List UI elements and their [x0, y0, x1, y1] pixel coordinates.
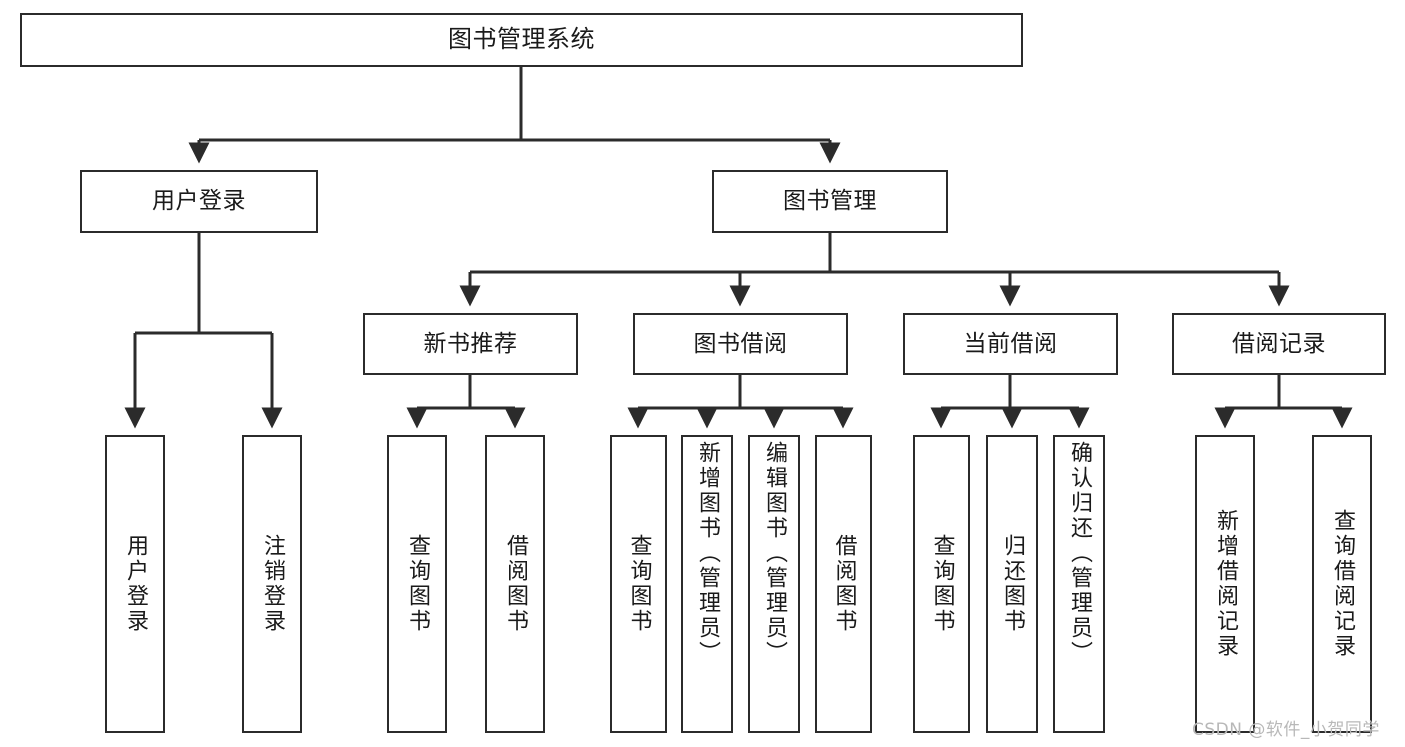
node-leaf-return-book-label: 归还图书: [1000, 534, 1025, 634]
node-leaf-query-book-1[interactable]: 查询图书: [387, 435, 447, 733]
node-leaf-add-record-label: 新增借阅记录: [1213, 509, 1238, 659]
node-borrow-record-label: 借阅记录: [1232, 330, 1326, 357]
node-book-borrow[interactable]: 图书借阅: [633, 313, 848, 375]
node-borrow-record[interactable]: 借阅记录: [1172, 313, 1386, 375]
node-leaf-borrow-book-2[interactable]: 借阅图书: [815, 435, 872, 733]
node-leaf-confirm-return-label: 确认归还（管理员）: [1067, 441, 1092, 666]
node-root-label: 图书管理系统: [448, 25, 595, 54]
node-leaf-edit-book[interactable]: 编辑图书（管理员）: [748, 435, 800, 733]
node-leaf-query-book-3[interactable]: 查询图书: [913, 435, 970, 733]
node-leaf-user-login-label: 用户登录: [123, 534, 148, 634]
node-leaf-query-record-label: 查询借阅记录: [1330, 509, 1355, 659]
node-book-manage-label: 图书管理: [783, 188, 877, 215]
node-leaf-confirm-return[interactable]: 确认归还（管理员）: [1053, 435, 1105, 733]
node-user-login[interactable]: 用户登录: [80, 170, 318, 233]
node-root[interactable]: 图书管理系统: [20, 13, 1023, 67]
node-leaf-logout-label: 注销登录: [260, 534, 285, 634]
node-leaf-query-record[interactable]: 查询借阅记录: [1312, 435, 1372, 733]
node-current-borrow-label: 当前借阅: [963, 330, 1058, 357]
node-book-manage[interactable]: 图书管理: [712, 170, 948, 233]
node-leaf-add-record[interactable]: 新增借阅记录: [1195, 435, 1255, 733]
node-current-borrow[interactable]: 当前借阅: [903, 313, 1118, 375]
node-new-book-rec-label: 新书推荐: [423, 330, 518, 357]
csdn-watermark: CSDN @软件_小贺同学: [1192, 720, 1380, 740]
node-leaf-user-login[interactable]: 用户登录: [105, 435, 165, 733]
node-book-borrow-label: 图书借阅: [693, 330, 788, 357]
node-leaf-logout[interactable]: 注销登录: [242, 435, 302, 733]
node-leaf-borrow-book-1[interactable]: 借阅图书: [485, 435, 545, 733]
node-leaf-add-book[interactable]: 新增图书（管理员）: [681, 435, 733, 733]
node-leaf-query-book-2-label: 查询图书: [626, 534, 652, 634]
node-leaf-edit-book-label: 编辑图书（管理员）: [762, 441, 787, 666]
node-leaf-add-book-label: 新增图书（管理员）: [695, 441, 720, 666]
node-leaf-query-book-3-label: 查询图书: [929, 534, 955, 634]
node-leaf-query-book-2[interactable]: 查询图书: [610, 435, 667, 733]
node-leaf-borrow-book-2-label: 借阅图书: [831, 534, 857, 634]
node-user-login-label: 用户登录: [152, 188, 246, 215]
node-leaf-return-book[interactable]: 归还图书: [986, 435, 1038, 733]
node-leaf-borrow-book-1-label: 借阅图书: [503, 534, 528, 634]
node-new-book-rec[interactable]: 新书推荐: [363, 313, 578, 375]
node-leaf-query-book-1-label: 查询图书: [405, 534, 430, 634]
